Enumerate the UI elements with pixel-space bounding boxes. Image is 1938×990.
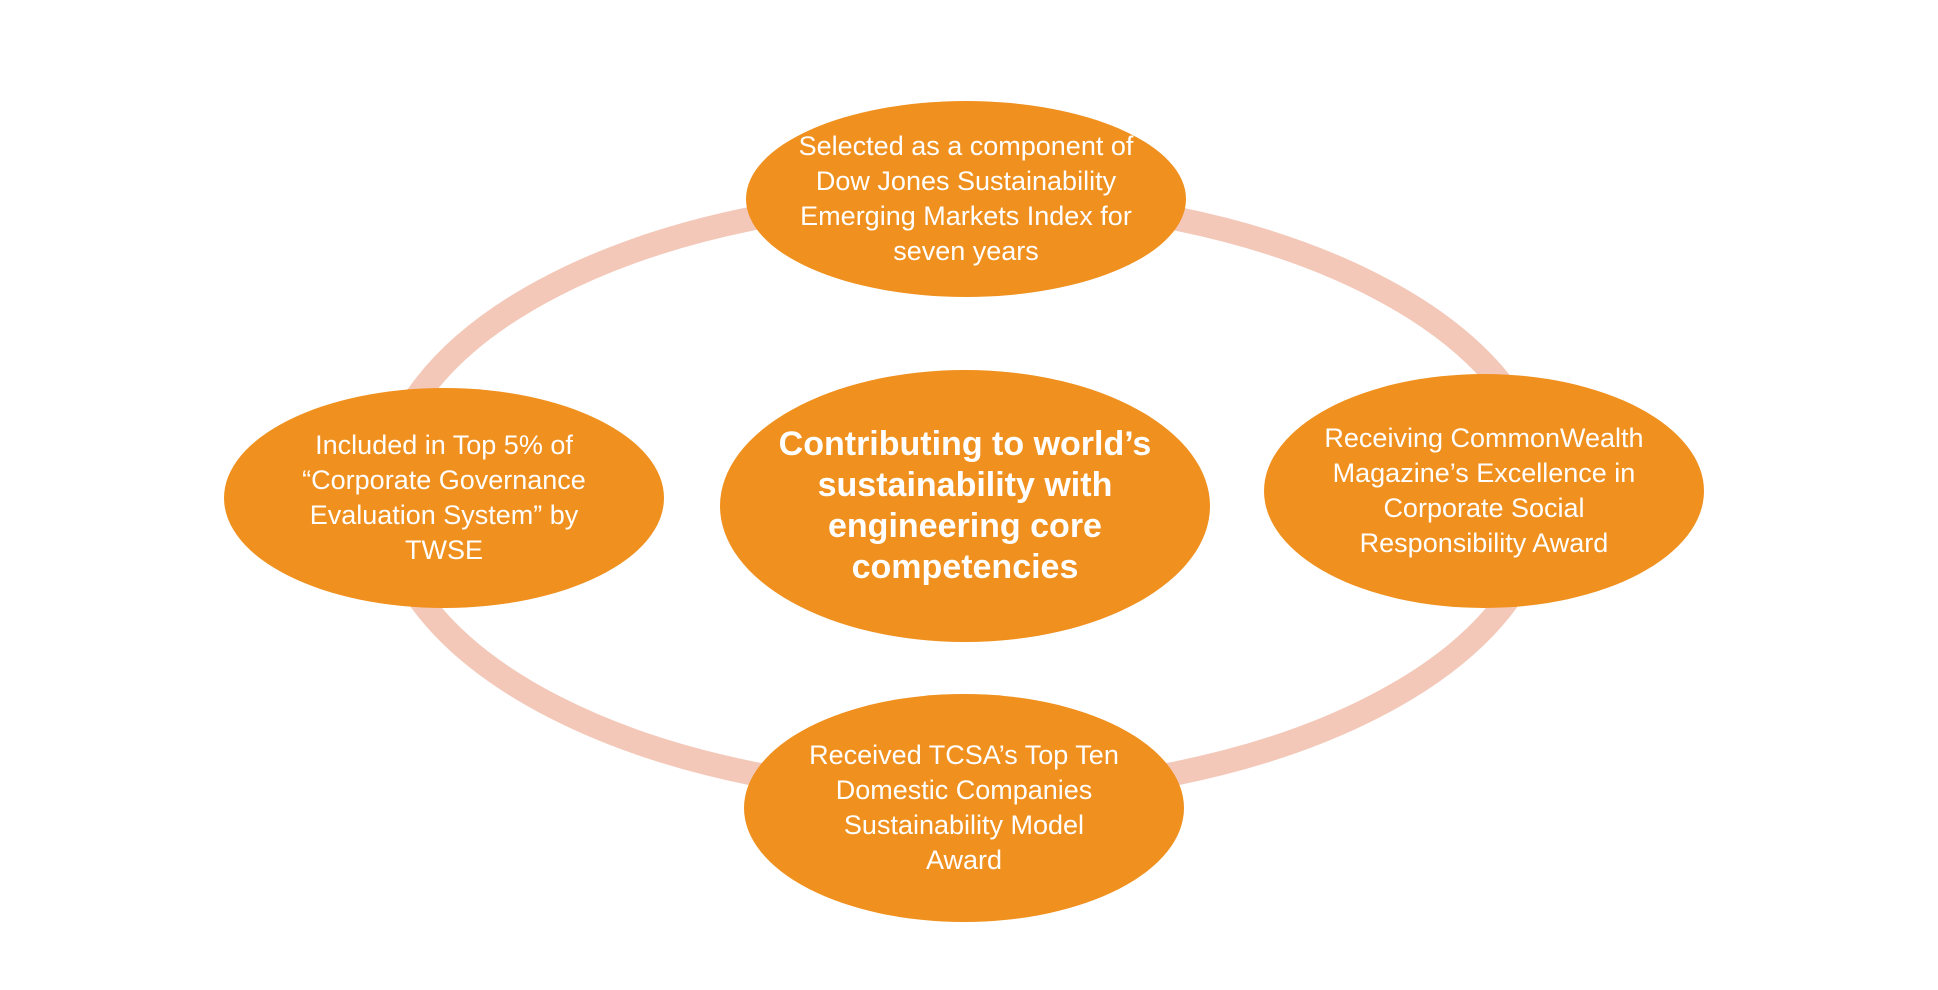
central-theme-node: Contributing to world’s sustainability w…: [720, 370, 1210, 642]
award-node-dow-jones: Selected as a component of Dow Jones Sus…: [746, 101, 1186, 297]
central-theme-text: Contributing to world’s sustainability w…: [778, 425, 1152, 586]
award-node-corporate-governance: Included in Top 5% of “Corporate Governa…: [224, 388, 664, 608]
award-node-corporate-governance-text: Included in Top 5% of “Corporate Governa…: [302, 430, 586, 565]
award-node-commonwealth-text: Receiving CommonWealth Magazine’s Excell…: [1324, 423, 1644, 558]
award-node-tcsa: Received TCSA’s Top Ten Domestic Compani…: [744, 694, 1184, 922]
award-node-commonwealth: Receiving CommonWealth Magazine’s Excell…: [1264, 374, 1704, 608]
award-node-dow-jones-text: Selected as a component of Dow Jones Sus…: [798, 131, 1134, 266]
award-node-tcsa-text: Received TCSA’s Top Ten Domestic Compani…: [809, 740, 1119, 875]
